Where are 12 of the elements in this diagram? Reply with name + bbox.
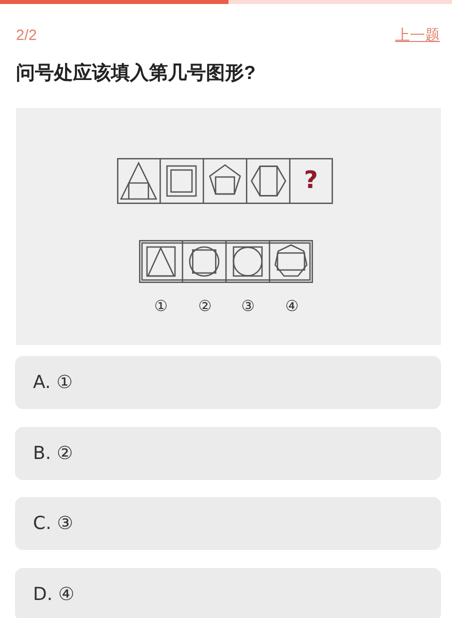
answer-option: A. ① (15, 356, 441, 409)
question-text: 问号处应该填入第几号图形? (16, 62, 256, 86)
figure-number: ④ (285, 298, 299, 315)
answer-option: B. ② (15, 427, 441, 480)
figure-number: ① (154, 298, 168, 315)
figure-number: ② (198, 298, 212, 315)
question-counter: 2/2 (16, 27, 37, 45)
answer-option: C. ③ (15, 497, 441, 550)
question-mark: ? (304, 167, 318, 193)
previous-question-link: 上一题 (395, 27, 440, 45)
answer-option: D. ④ (15, 568, 441, 618)
figure-number: ③ (241, 298, 255, 315)
